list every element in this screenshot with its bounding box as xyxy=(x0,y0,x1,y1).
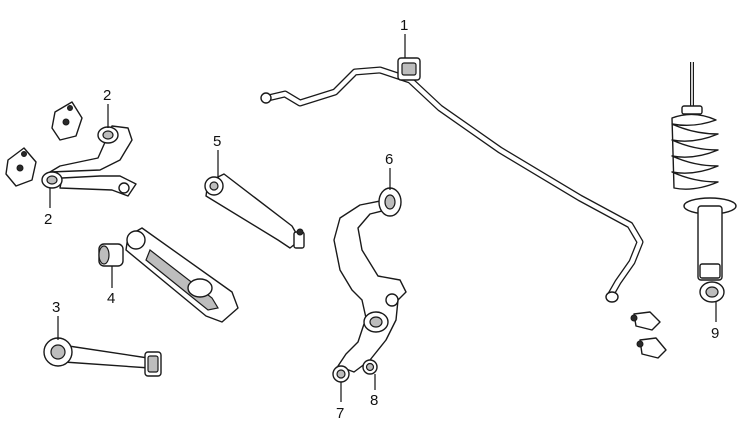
callout-7: 7 xyxy=(336,405,344,422)
shock-absorber[interactable] xyxy=(671,62,737,303)
callout-5: 5 xyxy=(213,133,221,150)
knuckle[interactable] xyxy=(333,199,407,373)
trailing-link[interactable] xyxy=(204,173,305,249)
callout-1: 1 xyxy=(400,17,408,34)
upper-arm-bracket-left[interactable] xyxy=(5,147,37,187)
stabilizer-bushing[interactable] xyxy=(397,57,421,81)
stabilizer-link-lower[interactable] xyxy=(636,337,667,359)
lower-arm-bushing[interactable] xyxy=(98,243,124,267)
callout-4: 4 xyxy=(107,290,115,307)
stabilizer-bar[interactable] xyxy=(260,66,644,303)
callout-6: 6 xyxy=(385,151,393,168)
upper-arm-bracket-top[interactable] xyxy=(51,101,83,141)
upper-control-arm[interactable] xyxy=(41,125,137,197)
stabilizer-link-upper[interactable] xyxy=(630,311,661,331)
callout-2a: 2 xyxy=(103,87,111,104)
callout-8: 8 xyxy=(370,392,378,409)
callout-3: 3 xyxy=(52,299,60,316)
callout-2b: 2 xyxy=(44,211,52,228)
knuckle-upper-bushing[interactable] xyxy=(378,187,402,217)
lateral-link[interactable] xyxy=(43,337,162,377)
knuckle-lower-bushing-rear[interactable] xyxy=(362,359,378,375)
lower-control-arm[interactable] xyxy=(125,227,239,323)
knuckle-lower-bushing-front[interactable] xyxy=(332,365,350,383)
callout-9: 9 xyxy=(711,325,719,342)
